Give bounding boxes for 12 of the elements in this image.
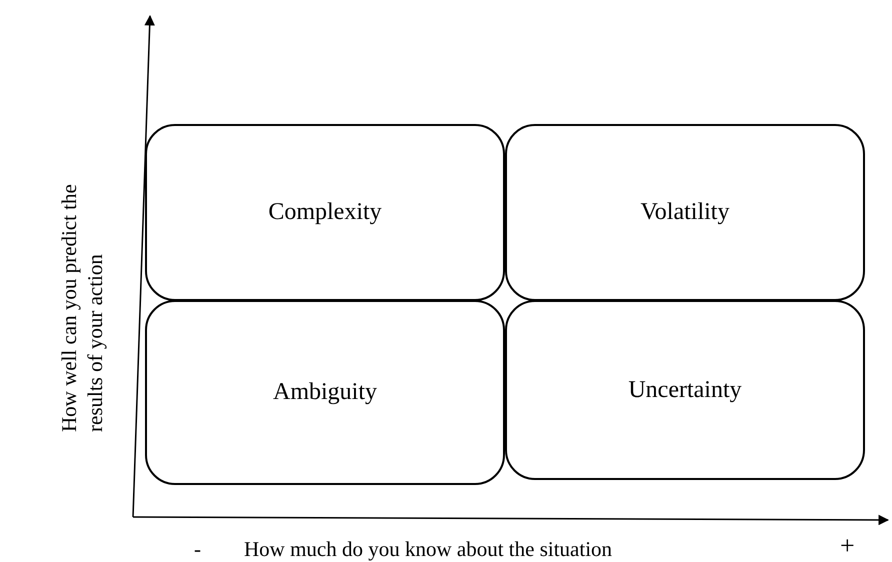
quadrant-label: Ambiguity bbox=[272, 379, 377, 406]
x-axis-title: How much do you know about the situation bbox=[244, 536, 612, 562]
axis-minus-sign: - bbox=[194, 536, 201, 562]
quadrant-label: Uncertainty bbox=[628, 376, 742, 404]
axis-plus-sign: + bbox=[840, 533, 855, 559]
quadrant-box bbox=[505, 124, 865, 301]
quadrant-box bbox=[505, 300, 865, 480]
quadrant-box bbox=[145, 300, 505, 485]
y-axis-title: How well can you predict the results of your action bbox=[56, 183, 108, 432]
quadrant-label: Complexity bbox=[268, 199, 382, 226]
quadrant-label: Volatility bbox=[640, 199, 730, 226]
quadrant-box bbox=[145, 124, 505, 301]
